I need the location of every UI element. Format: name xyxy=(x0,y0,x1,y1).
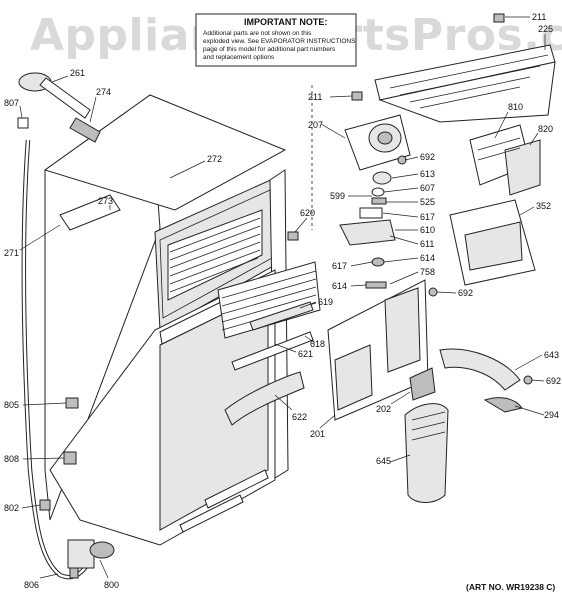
clip-808 xyxy=(63,451,77,465)
callout-211-side: 211 xyxy=(308,92,322,102)
callout-202: 202 xyxy=(376,404,391,414)
valve-assembly xyxy=(339,155,533,385)
callout-692-top: 692 xyxy=(420,152,435,162)
refrigerator-cabinet xyxy=(43,94,289,546)
callout-805: 805 xyxy=(4,400,19,410)
note-title: IMPORTANT NOTE: xyxy=(244,17,327,27)
callout-758: 758 xyxy=(420,267,435,277)
water-tube xyxy=(21,139,93,580)
clip-211-side xyxy=(351,91,363,101)
callout-610: 610 xyxy=(420,225,435,235)
callout-622: 622 xyxy=(292,412,307,422)
callout-820: 820 xyxy=(538,124,553,134)
evaporator-cover xyxy=(327,279,429,421)
fan-grille xyxy=(409,367,436,401)
callout-621: 621 xyxy=(298,349,313,359)
callout-806: 806 xyxy=(24,580,39,590)
callout-labels: 211 225 261 274 807 272 273 271 211 207 … xyxy=(4,12,561,590)
note-line-1: Additional parts are not shown on this xyxy=(203,30,312,37)
callout-810: 810 xyxy=(508,102,523,112)
ice-bucket xyxy=(449,199,536,286)
drain-pan xyxy=(224,371,305,426)
wire-shelf xyxy=(374,44,556,123)
callout-692-mid: 692 xyxy=(458,288,473,298)
air-diffuser xyxy=(439,348,521,391)
callout-802: 802 xyxy=(4,503,19,513)
callout-807: 807 xyxy=(4,98,19,108)
callout-614-left: 614 xyxy=(332,281,347,291)
callout-617-top: 617 xyxy=(420,212,435,222)
callout-225: 225 xyxy=(538,24,553,34)
ice-maker xyxy=(469,124,541,196)
air-duct xyxy=(404,403,449,503)
art-number: (ART NO. WR19238 C) xyxy=(466,582,555,592)
fill-tube xyxy=(17,72,101,143)
evaporator-coil xyxy=(167,209,263,301)
clip-211-top xyxy=(493,13,505,23)
note-line-4: and replacement options xyxy=(203,54,275,61)
clip-802 xyxy=(39,499,51,511)
callout-352: 352 xyxy=(536,201,551,211)
callout-273: 273 xyxy=(98,196,113,206)
important-note: IMPORTANT NOTE: Additional parts are not… xyxy=(195,13,357,67)
callout-207: 207 xyxy=(308,120,323,130)
callout-525: 525 xyxy=(420,197,435,207)
callout-211-top: 211 xyxy=(532,12,546,22)
callout-599: 599 xyxy=(330,191,345,201)
callout-607: 607 xyxy=(420,183,435,193)
callout-613: 613 xyxy=(420,169,435,179)
ice-maker-housing xyxy=(344,114,411,171)
callout-620: 620 xyxy=(300,208,315,218)
callout-619: 619 xyxy=(318,297,333,307)
callout-808: 808 xyxy=(4,454,19,464)
clip-805 xyxy=(65,397,79,409)
callout-800: 800 xyxy=(104,580,119,590)
callout-274: 274 xyxy=(96,87,111,97)
callout-261: 261 xyxy=(70,68,85,78)
callout-618: 618 xyxy=(310,339,325,349)
callout-692-bottom: 692 xyxy=(546,376,561,386)
callout-272: 272 xyxy=(207,154,222,164)
callout-294: 294 xyxy=(544,410,559,420)
note-line-2: exploded view. See EVAPORATOR INSTRUCTIO… xyxy=(203,38,356,45)
evaporator xyxy=(217,231,321,371)
callout-201: 201 xyxy=(310,429,325,439)
callout-271: 271 xyxy=(4,248,19,258)
callout-643: 643 xyxy=(544,350,559,360)
leader-lines xyxy=(19,16,546,579)
note-line-3: page of this model for additional part n… xyxy=(203,46,336,53)
damper-294 xyxy=(483,397,523,413)
callout-645: 645 xyxy=(376,456,391,466)
water-valve xyxy=(67,539,115,579)
callout-614-right: 614 xyxy=(420,253,435,263)
callout-617-bottom: 617 xyxy=(332,261,347,271)
callout-611: 611 xyxy=(420,239,434,249)
